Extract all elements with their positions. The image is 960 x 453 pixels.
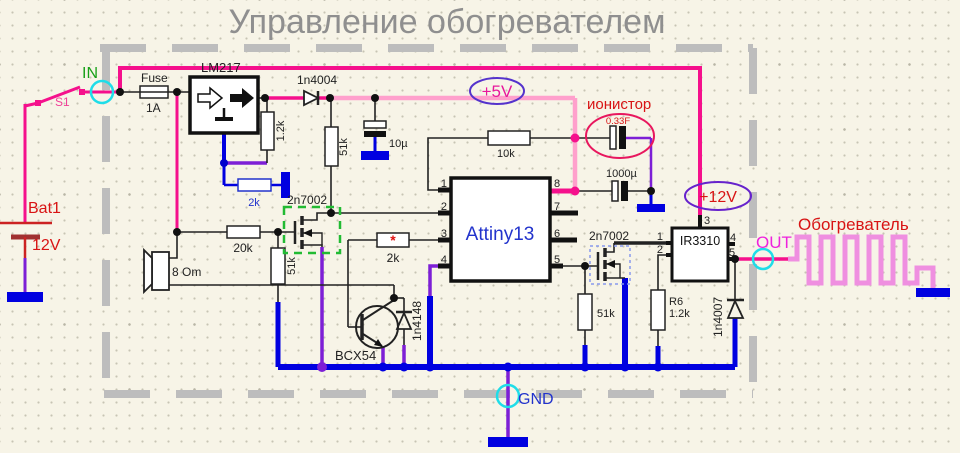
resistor-r6-name: R6 bbox=[669, 296, 683, 308]
heater-element bbox=[788, 234, 936, 288]
battery: Bat1 12V bbox=[0, 200, 61, 258]
rail-5v bbox=[330, 95, 578, 191]
port-out-label: OUT bbox=[756, 233, 792, 252]
resistor-r6-value: 1.2k bbox=[669, 308, 690, 320]
module-border bbox=[100, 44, 757, 398]
supercap-name: ионистор bbox=[587, 96, 651, 113]
mcu-pin-1: 1 bbox=[441, 178, 447, 190]
transistor-bcx54: BCX54 bbox=[335, 299, 399, 363]
port-gnd-marker bbox=[495, 383, 521, 409]
port-in-label: IN bbox=[82, 65, 98, 82]
resistor-20k-value: 20k bbox=[233, 241, 253, 255]
capacitor-1000u-value: 1000µ bbox=[606, 168, 637, 180]
net-5v-bubble bbox=[469, 77, 525, 105]
resistor-2k-adj-value: 2k bbox=[248, 197, 260, 209]
driver-pin-2: 2 bbox=[657, 244, 663, 256]
resistor-20k: 20k bbox=[226, 225, 261, 255]
driver-pin-4: 4 bbox=[730, 232, 736, 244]
mosfet-left-arrow-icon bbox=[303, 229, 312, 237]
diode-1n4007: 1n4007 bbox=[711, 297, 745, 337]
mosfet-right-label: 2n7002 bbox=[589, 229, 629, 243]
mcu-pin-7: 7 bbox=[554, 201, 560, 213]
battery-voltage: 12V bbox=[32, 237, 61, 254]
supercap: ионистор 0.33F bbox=[585, 96, 655, 159]
ground-symbols bbox=[7, 151, 950, 447]
resistor-2k-adj: 2k bbox=[237, 178, 272, 209]
mcu-label: Attiny13 bbox=[466, 224, 535, 245]
diode-1n4004-label: 1n4004 bbox=[297, 73, 337, 87]
mcu-pin-2: 2 bbox=[441, 201, 447, 213]
resistor-51k-right: 51k bbox=[577, 293, 615, 331]
diode-1n4004: 1n4004 bbox=[297, 73, 337, 107]
capacitor-10u-value: 10µ bbox=[389, 138, 408, 150]
mcu-pin-5: 5 bbox=[554, 254, 560, 266]
resistor-10k: 10k bbox=[487, 130, 531, 160]
mosfet-right: 2n7002 bbox=[589, 229, 631, 285]
resistor-2k-base: * 2k bbox=[376, 232, 410, 265]
fuse: Fuse 1A bbox=[139, 71, 169, 115]
resistor-51k-pullup: 51k bbox=[324, 126, 350, 167]
port-out-marker bbox=[751, 247, 775, 271]
driver-pin-3: 3 bbox=[704, 215, 710, 227]
resistor-51k-pullup-value: 51k bbox=[338, 138, 350, 156]
port-in-marker bbox=[89, 79, 115, 105]
resistor-1k2-value: 1.2k bbox=[275, 120, 287, 141]
mcu-attiny13: Attiny13 1 2 3 4 8 7 6 5 bbox=[438, 176, 578, 283]
resistor-2k-base-mark: * bbox=[390, 232, 396, 248]
mcu-pin-4: 4 bbox=[441, 254, 447, 266]
power-switch: S1 bbox=[24, 85, 85, 109]
net-12v-label: +12V bbox=[699, 189, 737, 206]
mosfet-right-arrow-icon bbox=[606, 260, 615, 268]
driver-pin-1: 1 bbox=[657, 231, 663, 243]
driver-label: IR3310 bbox=[680, 234, 720, 248]
resistor-10k-value: 10k bbox=[497, 148, 515, 160]
diode-1n4148-label: 1n4148 bbox=[410, 301, 424, 341]
net-12v-bubble bbox=[684, 181, 752, 211]
regulator-label: LM217 bbox=[201, 60, 241, 75]
battery-name: Bat1 bbox=[28, 200, 61, 217]
diode-1n4148: 1n4148 bbox=[395, 301, 424, 341]
voltage-regulator: LM217 bbox=[188, 60, 260, 135]
resistor-2k-base-value: 2k bbox=[387, 251, 401, 265]
resistor-51k-left-value: 51k bbox=[286, 257, 298, 275]
fuse-value: 1A bbox=[146, 101, 161, 115]
fuse-label: Fuse bbox=[141, 71, 168, 85]
regulator-out-arrow-icon bbox=[230, 88, 254, 108]
regulator-in-arrow-icon bbox=[197, 86, 224, 110]
resistor-51k-right-value: 51k bbox=[597, 308, 615, 320]
resistor-1k2: 1.2k bbox=[260, 111, 287, 151]
page-title: Управление обогревателем bbox=[229, 3, 666, 41]
mcu-pin-3: 3 bbox=[441, 228, 447, 240]
supercap-value: 0.33F bbox=[606, 116, 630, 127]
port-gnd-label: GND bbox=[518, 391, 554, 408]
junction-dots bbox=[116, 88, 739, 372]
mosfet-left: 2n7002 bbox=[282, 193, 342, 255]
resistor-51k-left: 51k bbox=[270, 247, 298, 285]
heater-label: Обогреватель bbox=[798, 215, 909, 234]
transistor-bcx54-label: BCX54 bbox=[335, 348, 376, 363]
net-5v-label: +5V bbox=[482, 82, 513, 101]
switch-label: S1 bbox=[55, 95, 70, 109]
speaker: 8 Om bbox=[143, 247, 201, 295]
capacitor-10u: 10µ bbox=[363, 120, 408, 150]
capacitor-1000u: 1000µ bbox=[606, 168, 637, 202]
resistor-r6: R6 1.2k bbox=[650, 289, 690, 331]
driver-ir3310: IR3310 3 1 2 4 5 bbox=[657, 215, 736, 283]
mcu-pin-6: 6 bbox=[554, 228, 560, 240]
driver-pin-5: 5 bbox=[729, 247, 735, 259]
emitter-arrow-icon bbox=[374, 339, 383, 347]
diode-1n4007-label: 1n4007 bbox=[711, 297, 725, 337]
speaker-value: 8 Om bbox=[172, 265, 201, 279]
mcu-pin-8: 8 bbox=[554, 178, 560, 190]
rail-12v bbox=[23, 66, 788, 261]
mosfet-left-label: 2n7002 bbox=[287, 193, 327, 207]
